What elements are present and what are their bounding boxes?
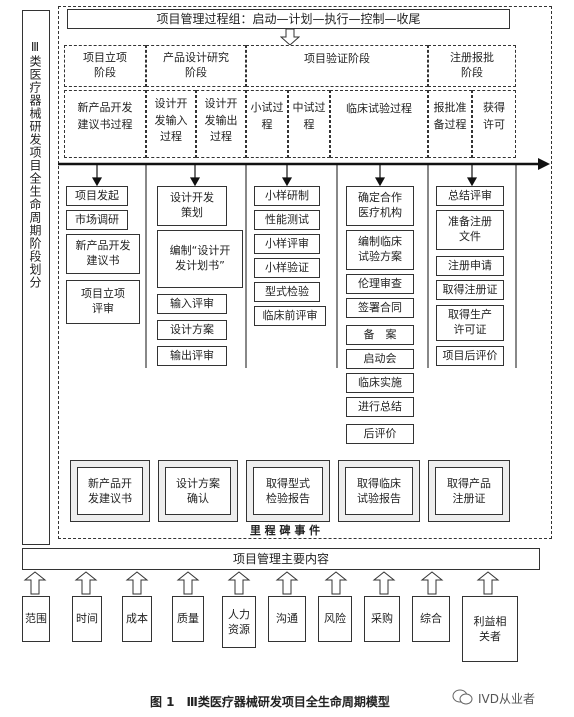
process-design-output: 设计开 发输出 过程 — [204, 97, 238, 143]
mgmt-item-cost: 成本 — [122, 596, 152, 642]
task-input-review: 输入评审 — [157, 294, 227, 314]
milestone-5: 取得产品 注册证 — [428, 460, 510, 522]
watermark-text: IVD从业者 — [478, 692, 535, 706]
task-approval-review: 项目立项 评审 — [66, 280, 140, 324]
process-license: 获得 许可 — [483, 101, 505, 131]
milestone-3-label: 取得型式 检验报告 — [253, 467, 323, 515]
phase-name-1: 项目立项 阶段 — [83, 51, 127, 80]
process-cell-4b — [472, 90, 516, 158]
task-ethics-review: 伦理审查 — [346, 274, 414, 294]
figure-caption: 图 1 Ⅲ类医疗器械研发项目全生命周期模型 — [150, 695, 390, 709]
task-summary-review: 总结评审 — [436, 186, 504, 206]
task-output-review: 输出评审 — [157, 346, 227, 366]
task-sample-dev: 小样研制 — [254, 186, 320, 206]
banner-down-arrow — [279, 28, 301, 46]
watermark: IVD从业者 — [452, 688, 535, 709]
left-label-box — [22, 10, 50, 545]
mgmt-item-hr: 人力 资源 — [222, 596, 256, 648]
milestone-2-label: 设计方案 确认 — [165, 467, 231, 515]
milestone-5-label: 取得产品 注册证 — [435, 467, 503, 515]
milestone-3: 取得型式 检验报告 — [246, 460, 330, 522]
process-clinical-trial: 临床试验过程 — [346, 102, 412, 115]
task-production-license: 取得生产 许可证 — [436, 305, 504, 341]
milestone-4-label: 取得临床 试验报告 — [345, 467, 413, 515]
phase-name-3: 项目验证阶段 — [304, 52, 370, 65]
outer-frame — [58, 6, 552, 539]
mgmt-banner: 项目管理主要内容 — [22, 548, 540, 570]
task-proposal: 新产品开发 建议书 — [66, 234, 140, 274]
phase-header-4 — [428, 45, 516, 87]
task-get-registration: 取得注册证 — [436, 280, 504, 300]
task-prepare-docs: 准备注册 文件 — [436, 210, 504, 250]
process-pilot-trial: 中试过 程 — [292, 101, 326, 131]
phase-header-2 — [146, 45, 246, 87]
process-new-product: 新产品开发 建议书过程 — [77, 101, 133, 131]
process-design-input: 设计开 发输入 过程 — [154, 97, 188, 143]
left-label: Ⅲ类医疗器械研发项目全生命周期阶段划分 — [28, 40, 42, 289]
task-type-test: 型式检验 — [254, 282, 320, 302]
process-cell-3b — [288, 90, 330, 158]
task-select-hospital: 确定合作 医疗机构 — [346, 186, 414, 226]
wechat-icon — [452, 688, 474, 709]
milestone-4: 取得临床 试验报告 — [338, 460, 420, 522]
task-post-evaluation: 后评价 — [346, 424, 414, 444]
task-clinical-execution: 临床实施 — [346, 373, 414, 393]
task-sample-verify: 小样验证 — [254, 258, 320, 278]
milestone-1-label: 新产品开 发建议书 — [77, 467, 143, 515]
process-filing: 报批准 备过程 — [433, 101, 467, 131]
phase-name-4: 注册报批 阶段 — [450, 51, 494, 80]
mgmt-item-quality: 质量 — [172, 596, 204, 642]
task-market-research: 市场调研 — [66, 210, 128, 230]
process-cell-2b — [196, 90, 246, 158]
task-design-plan-doc: 编制“设计开 发计划书” — [157, 230, 243, 288]
task-sample-review: 小样评审 — [254, 234, 320, 254]
mgmt-item-integration: 综合 — [412, 596, 450, 642]
phase-header-3 — [246, 45, 428, 87]
process-cell-1 — [64, 90, 146, 158]
task-sign-contract: 签署合同 — [346, 298, 414, 318]
phase-header-1 — [64, 45, 146, 87]
mgmt-item-time: 时间 — [72, 596, 102, 642]
task-design-scheme: 设计方案 — [157, 320, 227, 340]
mgmt-item-stakeholders: 利益相 关者 — [462, 596, 518, 662]
task-preclinical-review: 临床前评审 — [254, 306, 326, 326]
milestone-1: 新产品开 发建议书 — [70, 460, 150, 522]
task-design-planning: 设计开发 策划 — [157, 186, 227, 226]
mgmt-item-communication: 沟通 — [268, 596, 306, 642]
task-filing: 备 案 — [346, 325, 414, 345]
process-small-trial: 小试过 程 — [250, 101, 284, 131]
task-project-initiation: 项目发起 — [66, 186, 128, 206]
task-summary: 进行总结 — [346, 397, 414, 417]
task-registration-apply: 注册申请 — [436, 256, 504, 276]
mgmt-item-scope: 范围 — [22, 596, 50, 642]
process-cell-3a — [246, 90, 288, 158]
task-clinical-protocol: 编制临床 试验方案 — [346, 230, 414, 270]
mgmt-item-procurement: 采购 — [364, 596, 400, 642]
task-project-post-eval: 项目后评价 — [436, 346, 504, 366]
process-cell-4a — [428, 90, 472, 158]
task-performance-test: 性能测试 — [254, 210, 320, 230]
process-cell-2a — [146, 90, 196, 158]
mgmt-item-risk: 风险 — [318, 596, 352, 642]
process-cell-3c — [330, 90, 428, 158]
task-kickoff: 启动会 — [346, 349, 414, 369]
milestone-label: 里 程 碑 事 件 — [249, 524, 321, 537]
milestone-2: 设计方案 确认 — [158, 460, 238, 522]
process-group-banner: 项目管理过程组：启动—计划—执行—控制—收尾 — [67, 9, 510, 29]
phase-name-2: 产品设计研究 阶段 — [163, 51, 229, 80]
